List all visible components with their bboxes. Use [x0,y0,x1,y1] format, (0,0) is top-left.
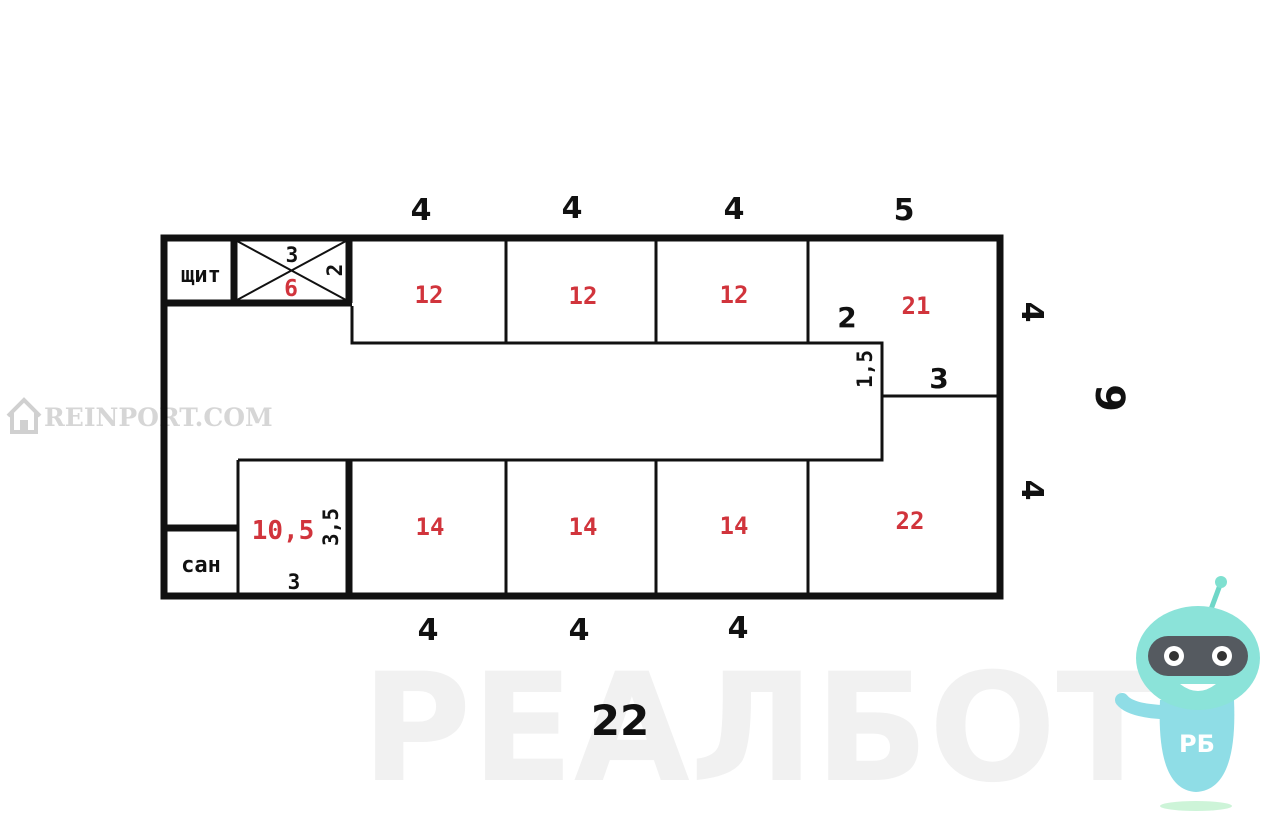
room-area-bottom-1: 14 [416,513,445,541]
room-area-corner-top: 21 [902,292,931,320]
dim-overall-width: 9 [1086,384,1132,412]
dim-top-3: 4 [724,192,745,227]
notch-height: 1,5 [853,350,877,388]
dim-right-top: 4 [1014,302,1049,323]
mascot-robot: РБ [1115,576,1260,811]
dim-top-1: 4 [411,193,432,228]
dim-overall-length: 22 [591,696,649,745]
storage-width: 3 [286,243,299,267]
site-watermark: REINPORT.COM [6,397,273,434]
room-area-top-1: 12 [415,281,444,309]
wc-height: 3,5 [319,508,343,546]
bath-room-label: сан [181,553,221,578]
notch-rest: 3 [929,362,948,395]
dim-bottom-2: 4 [569,613,590,648]
dim-top-4: 5 [894,193,915,228]
site-watermark-text: REINPORT.COM [44,403,273,432]
wc-width: 3 [288,570,301,594]
thick-walls [164,238,353,596]
room-area-top-3: 12 [720,281,749,309]
outer-wall [160,234,1004,600]
storage-cross [236,240,347,301]
storage-area: 6 [284,276,298,302]
mascot-badge: РБ [1179,730,1215,758]
room-area-corner-bottom: 22 [896,507,925,535]
wc-area: 10,5 [252,516,315,546]
storage-height: 2 [323,264,347,277]
dim-right-bottom: 4 [1014,480,1049,501]
notch-width: 2 [837,301,856,334]
panel-room-label: щит [181,263,221,288]
brand-watermark: РЕАЛБОТ [361,642,1158,816]
partition-walls [236,238,997,596]
room-area-top-2: 12 [569,282,598,310]
dim-bottom-3: 4 [728,611,749,646]
room-area-bottom-3: 14 [720,512,749,540]
room-area-bottom-2: 14 [569,513,598,541]
dim-top-2: 4 [562,191,583,226]
dim-bottom-1: 4 [418,613,439,648]
